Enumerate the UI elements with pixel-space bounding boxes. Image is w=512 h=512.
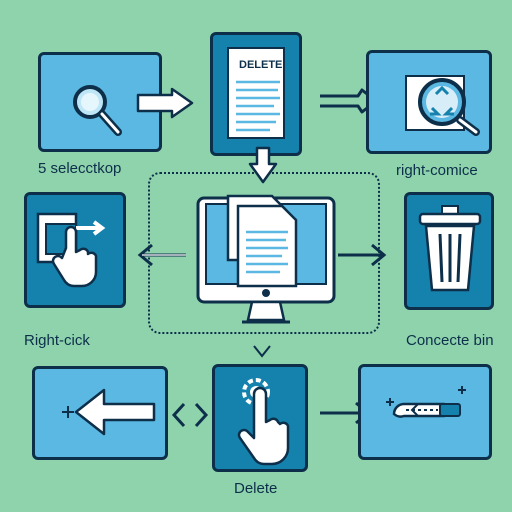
document-icon (227, 47, 285, 139)
double-arrow-icon (171, 402, 209, 428)
trash-bin-icon (418, 205, 482, 292)
right-click-step-box (24, 192, 126, 308)
document-lines (236, 80, 280, 132)
right-arrow-icon (136, 87, 194, 119)
magnifier-icon (73, 85, 122, 136)
bottom-center-label: Delete (234, 480, 278, 497)
gear-click-icon (237, 378, 290, 466)
left-arrow-icon (62, 388, 156, 436)
document-step-box: DELETE (210, 32, 302, 156)
right-arrow-icon-3 (338, 243, 387, 267)
top-right-label: right-comice (396, 162, 478, 179)
small-down-arrow-icon (253, 345, 271, 358)
top-left-label: 5 selecctkop (38, 160, 122, 177)
document-title: DELETE (239, 59, 283, 71)
recycle-step-box (366, 50, 492, 154)
back-step-box (32, 366, 168, 460)
slider-icon (386, 386, 466, 418)
slider-step-box (358, 364, 492, 460)
mid-right-label: Concecte bin (406, 332, 494, 349)
trash-step-box (404, 192, 494, 310)
recycle-icon (405, 75, 480, 136)
delete-step-box (212, 364, 308, 472)
click-hand-icon (36, 212, 106, 288)
down-arrow-icon (248, 146, 278, 184)
mid-left-label: Right-cick (24, 332, 90, 349)
monitor-document-icon (226, 194, 298, 288)
left-arrow-icon-small (137, 243, 186, 267)
